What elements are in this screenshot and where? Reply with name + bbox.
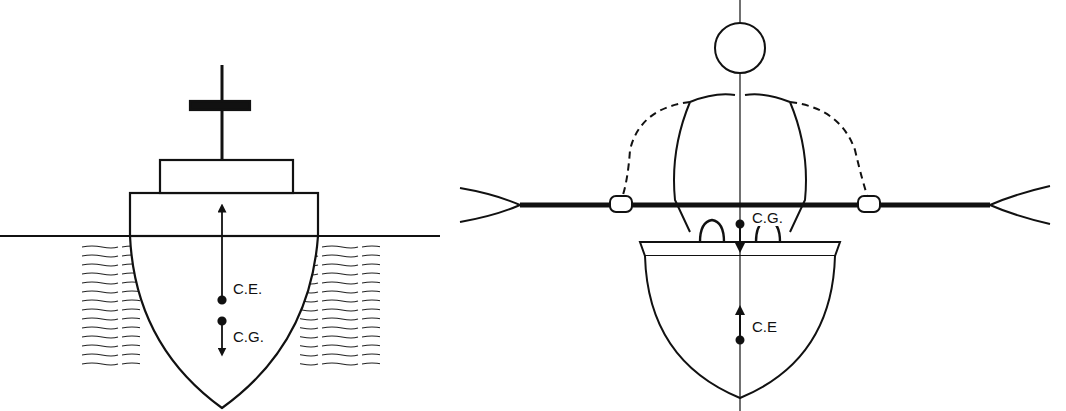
ship-figure	[0, 65, 440, 408]
center-of-buoyancy-label: C.E.	[231, 280, 264, 297]
center-of-buoyancy-label: C.E	[750, 318, 779, 335]
rower-figure	[460, 0, 1050, 411]
center-of-gravity-label: C.G.	[750, 209, 785, 226]
center-of-gravity-label: C.G.	[231, 328, 266, 345]
